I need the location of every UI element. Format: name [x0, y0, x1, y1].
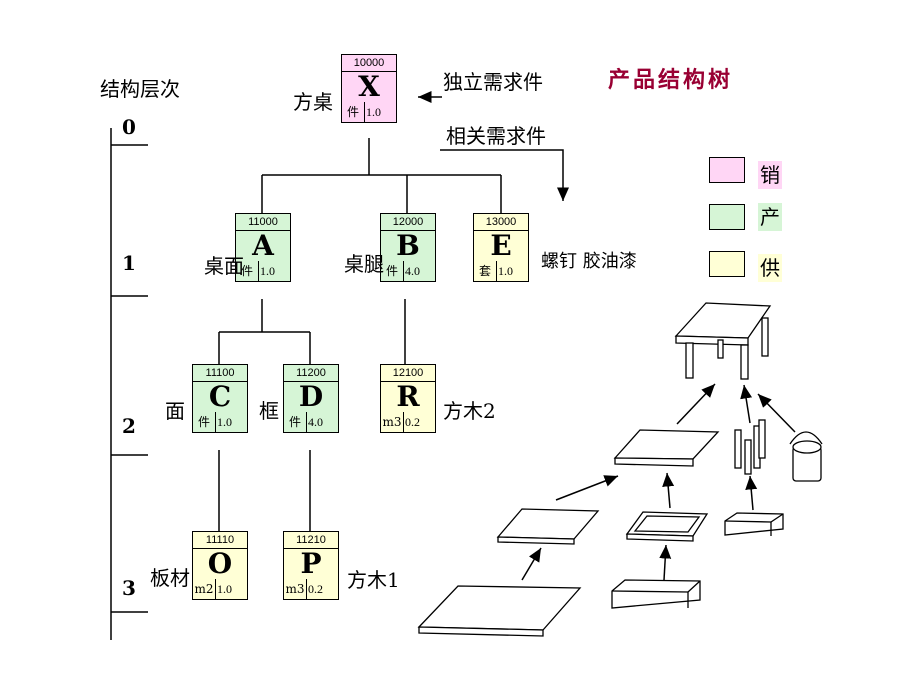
independent-demand-label: 独立需求件 [443, 70, 543, 94]
node-letter: P [300, 547, 322, 580]
node-code: 11200 [284, 365, 338, 382]
diagram-title: 产品结构树 [608, 67, 734, 93]
node-qty: 1.0 [366, 105, 381, 119]
node-letter: D [298, 380, 324, 413]
node-unit: m2 [193, 579, 216, 599]
node-code: 11110 [193, 532, 247, 549]
node-letter: O [207, 547, 233, 580]
node-a-name: 桌面 [204, 254, 244, 278]
legend-label-production: 产 [758, 203, 782, 231]
node-o-name: 板材 [150, 566, 190, 590]
legend-label-supply: 供 [758, 254, 782, 282]
node-code: 10000 [342, 55, 396, 72]
node-qty: 1.0 [498, 264, 513, 278]
node-letter: X [358, 70, 380, 103]
node-e-name: 螺钉 胶油漆 [541, 251, 637, 272]
hierarchy-label: 结构层次 [100, 77, 180, 101]
node-unit: 件 [193, 412, 216, 432]
level-1: 1 [122, 251, 136, 275]
node-unit: 件 [381, 261, 404, 281]
node-r-name: 方木2 [443, 399, 496, 423]
dependent-demand-label: 相关需求件 [446, 124, 546, 148]
node-unit: 件 [342, 102, 365, 122]
node-unit: m3 [381, 412, 404, 432]
node-qty: 0.2 [308, 582, 323, 596]
node-unit: 件 [236, 261, 259, 281]
node-x-name: 方桌 [293, 90, 333, 114]
node-letter: C [208, 380, 232, 413]
legend-swatch-supply [709, 251, 745, 277]
node-d-name: 框 [259, 399, 279, 423]
node-qty: 1.0 [217, 415, 232, 429]
node-code: 13000 [474, 214, 528, 231]
node-qty: 4.0 [308, 415, 323, 429]
node-unit: 件 [284, 412, 307, 432]
node-qty: 1.0 [260, 264, 275, 278]
level-3: 3 [122, 576, 136, 600]
node-code: 12000 [381, 214, 435, 231]
node-code: 11100 [193, 365, 247, 382]
node-letter: A [252, 229, 274, 262]
node-qty: 4.0 [405, 264, 420, 278]
legend-swatch-production [709, 204, 745, 230]
node-code: 11210 [284, 532, 338, 549]
level-0: 0 [122, 115, 136, 139]
node-qty: 1.0 [217, 582, 232, 596]
node-code: 11000 [236, 214, 290, 231]
node-unit: m3 [284, 579, 307, 599]
node-unit: 套 [474, 261, 497, 281]
legend-swatch-sales [709, 157, 745, 183]
node-b-name: 桌腿 [344, 252, 384, 276]
node-qty: 0.2 [405, 415, 420, 429]
node-letter: R [396, 380, 420, 413]
node-p-name: 方木1 [347, 568, 400, 592]
node-letter: E [490, 229, 512, 262]
node-code: 12100 [381, 365, 435, 382]
legend-label-sales: 销 [758, 161, 782, 189]
node-c-name: 面 [165, 399, 185, 423]
node-letter: B [396, 229, 420, 262]
level-2: 2 [122, 414, 136, 438]
